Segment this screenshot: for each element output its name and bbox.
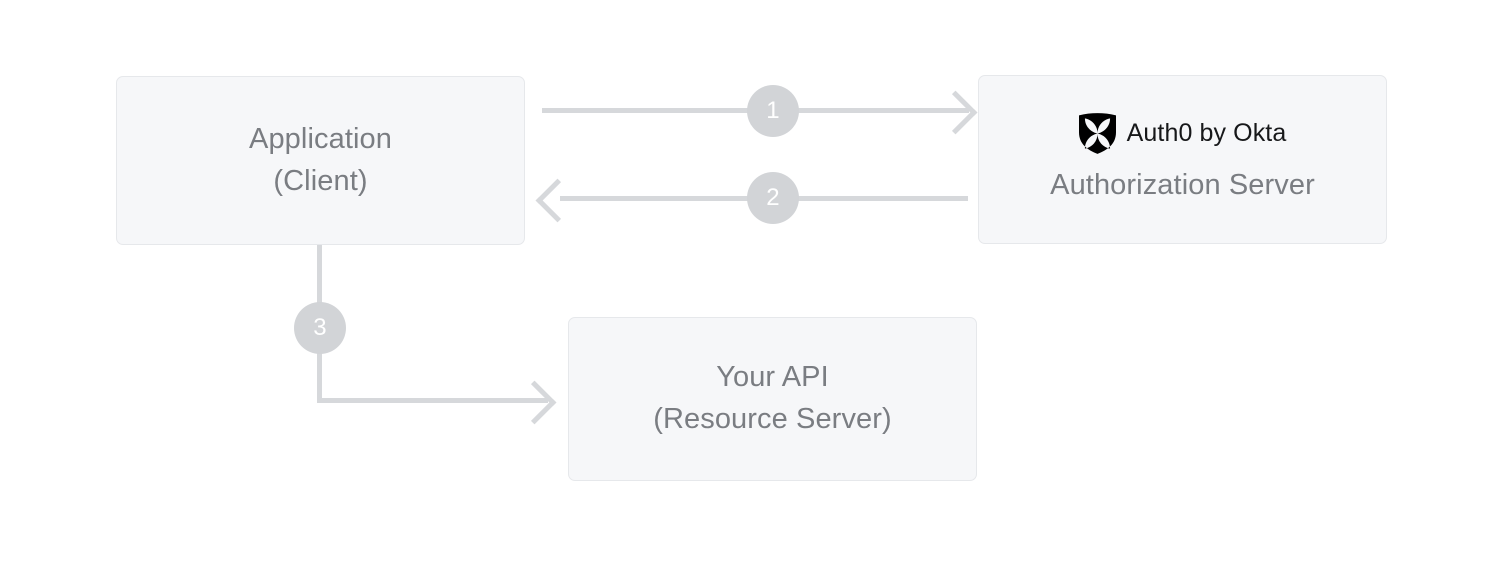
edge-3-arrowhead-icon (512, 380, 557, 425)
node-your-api-title: Your API (716, 361, 829, 394)
node-application-title: Application (249, 122, 392, 155)
edge-3-horizontal-line (317, 398, 548, 403)
node-application-subtitle: (Client) (273, 164, 368, 197)
node-application[interactable]: Application (Client) (116, 76, 525, 245)
okta-shield-icon (1078, 112, 1116, 154)
edge-1-arrowhead-icon (933, 90, 978, 135)
node-authorization-server-title: Authorization Server (1050, 168, 1315, 201)
step-badge-3: 3 (294, 302, 346, 354)
node-your-api[interactable]: Your API (Resource Server) (568, 317, 977, 481)
edge-2-arrowhead-icon (535, 178, 580, 223)
step-badge-1: 1 (747, 85, 799, 137)
node-authorization-server[interactable]: Auth0 by Okta Authorization Server (978, 75, 1387, 244)
node-your-api-subtitle: (Resource Server) (653, 403, 892, 435)
auth0-brand-lockup: Auth0 by Okta (1078, 112, 1287, 154)
step-badge-2: 2 (747, 172, 799, 224)
auth0-brand-name: Auth0 by Okta (1126, 118, 1287, 147)
